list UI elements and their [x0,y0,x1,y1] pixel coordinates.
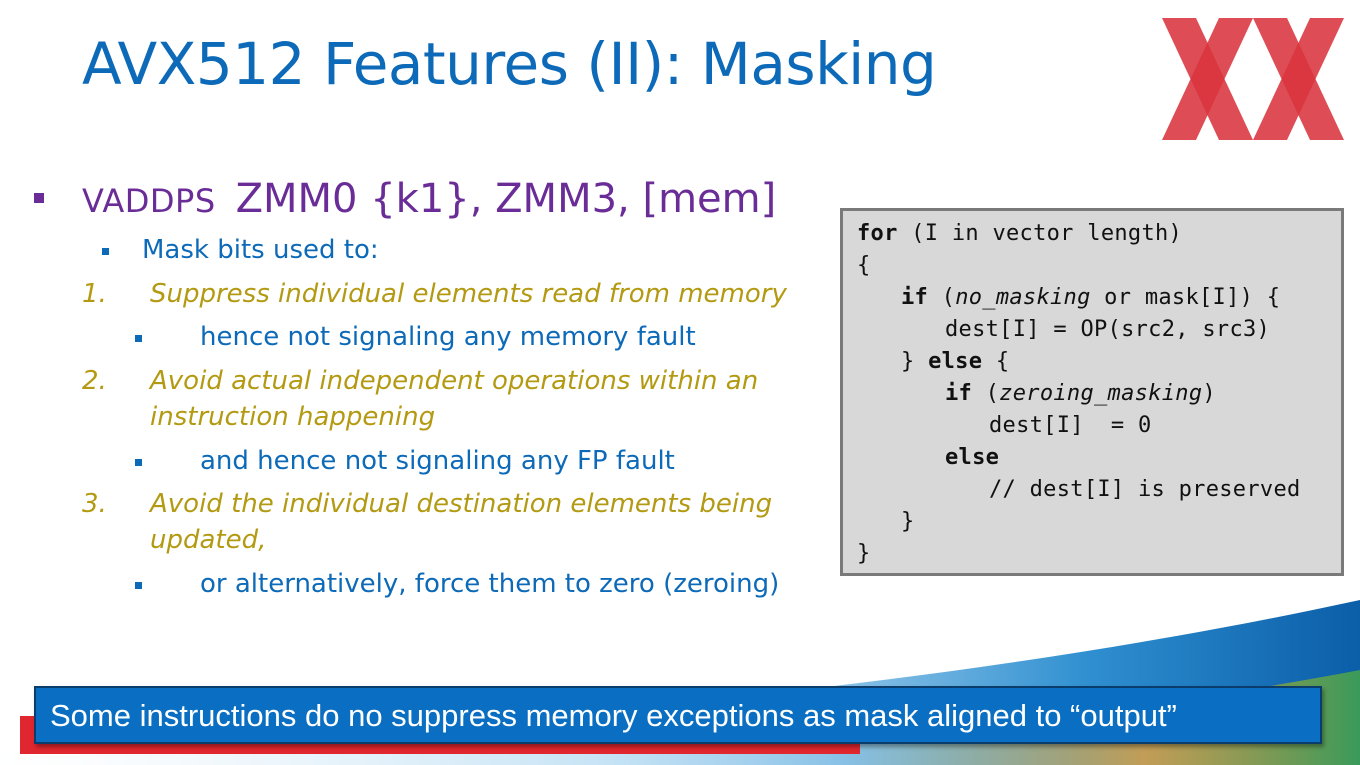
code-line: dest[I] = OP(src2, src3) [945,317,1271,342]
note-marker [135,582,142,589]
instruction-line: VADDPS ZMM0 {k1}, ZMM3, [mem] [82,176,776,222]
item-text: Avoid actual independent operations with… [150,366,759,396]
bullet-list: VADDPS ZMM0 {k1}, ZMM3, [mem] Mask bits u… [0,0,830,620]
code-line: for (I in vector length) [857,221,1183,246]
code-line: // dest[I] is preserved [989,477,1301,502]
item-note: hence not signaling any memory fault [200,322,696,352]
sub-bullet-text: Mask bits used to: [142,235,379,265]
slide-title: AVX512 Features (II): Masking [82,30,937,98]
code-line: } [857,541,871,566]
item-note: and hence not signaling any FP fault [200,446,675,476]
note-marker [135,459,142,466]
item-number: 1. [82,279,107,309]
item-text-cont: updated, [150,525,267,555]
code-line: } else { [901,349,1010,374]
callout-banner: Some instructions do no suppress memory … [34,686,1322,744]
item-text-cont: instruction happening [150,402,436,432]
operands-text: ZMM0 {k1}, ZMM3, [mem] [235,176,777,222]
code-line: } [901,509,915,534]
code-line: else [945,445,1000,470]
item-number: 2. [82,366,107,396]
code-line: { [857,253,871,278]
pseudocode-box: for (I in vector length) { if (no_maskin… [840,208,1344,576]
code-line: dest[I] = 0 [989,413,1152,438]
bullet-marker [34,193,44,203]
logo-icon [1162,18,1344,140]
item-number: 3. [82,489,107,519]
item-text: Suppress individual elements read from m… [150,279,787,309]
banner-text: Some instructions do no suppress memory … [50,698,1177,733]
item-text: Avoid the individual destination element… [150,489,773,519]
opcode-text: VADDPS [82,182,216,220]
code-line: if (no_masking or mask[I]) { [901,285,1281,310]
note-marker [135,335,142,342]
item-note: or alternatively, force them to zero (ze… [200,569,780,599]
code-line: if (zeroing_masking) [945,381,1216,406]
sub-bullet-marker [102,248,109,255]
